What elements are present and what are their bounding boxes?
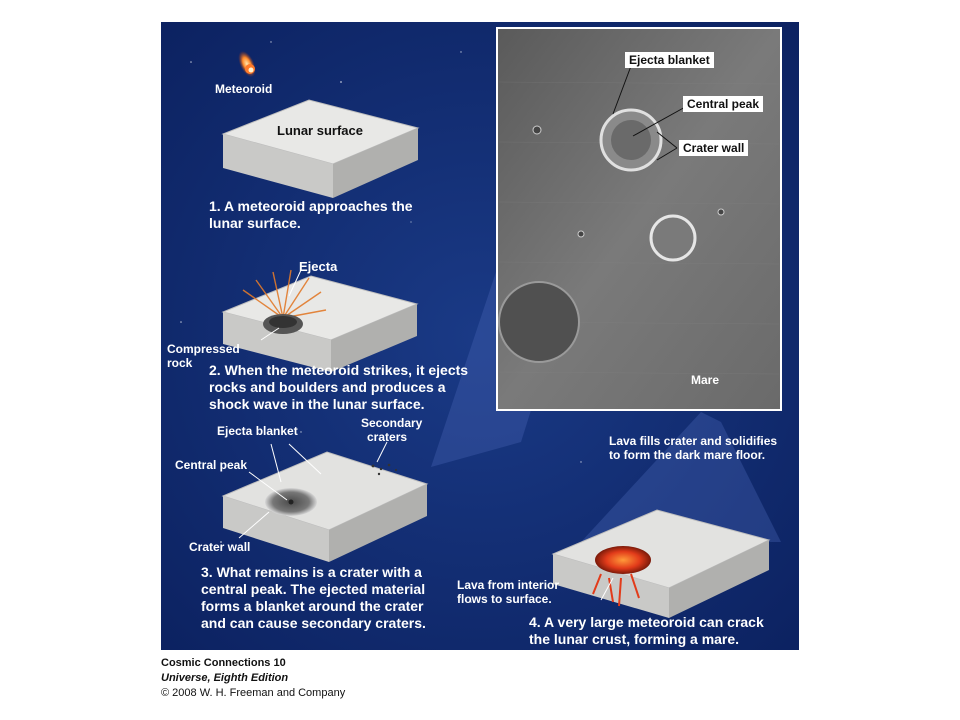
caption-step-3-line-4: and can cause secondary craters.	[201, 615, 426, 631]
credit-figure-title: Cosmic Connections 10	[161, 657, 286, 669]
photo-crater-wall-label: Crater wall	[679, 140, 749, 156]
caption-step-3-line-1: 3. What remains is a crater with a	[201, 564, 422, 580]
leader-lines	[238, 269, 614, 601]
caption-step-2: 2. When the meteoroid strikes, it ejects…	[209, 362, 468, 413]
impact-block	[221, 269, 419, 372]
diagram-panel: Meteoroid Lunar surface Ejecta Compresse…	[161, 22, 799, 650]
secondary-craters-label-line2: craters	[367, 430, 408, 444]
crater-block	[221, 451, 429, 562]
diagram-art	[161, 22, 799, 650]
caption-step-3-line-2: central peak. The ejected material	[201, 581, 426, 597]
lunar-surface-block	[221, 99, 420, 198]
caption-step-1-line-1: 1. A meteoroid approaches the	[209, 198, 413, 214]
central-peak-label: Central peak	[175, 458, 248, 472]
secondary-craters-label-line1: Secondary	[361, 416, 423, 430]
light-beam-right	[581, 412, 781, 542]
compressed-rock-label-line2: rock	[167, 356, 193, 370]
moon-photo	[496, 27, 782, 411]
caption-step-2-line-3: shock wave in the lunar surface.	[209, 396, 425, 412]
photo-central-peak-label: Central peak	[683, 96, 764, 112]
caption-step-2-line-2: rocks and boulders and produces a	[209, 379, 446, 395]
credit-book-title: Universe, Eighth Edition	[161, 672, 289, 684]
caption-step-3: 3. What remains is a crater with a centr…	[201, 564, 426, 632]
compressed-rock-label-line1: Compressed	[167, 342, 240, 356]
ejecta-blanket-label: Ejecta blanket	[217, 424, 298, 438]
photo-leader-lines	[612, 65, 688, 161]
mare-block	[551, 509, 771, 618]
lava-interior-label-line1: Lava from interior	[457, 578, 560, 592]
meteoroid-label: Meteoroid	[215, 82, 273, 96]
caption-step-1-line-2: lunar surface.	[209, 215, 301, 231]
credit-copyright: © 2008 W. H. Freeman and Company	[161, 687, 346, 699]
photo-ejecta-blanket-label: Ejecta blanket	[625, 52, 714, 68]
caption-step-4: 4. A very large meteoroid can crack the …	[529, 614, 764, 648]
ejecta-label: Ejecta	[299, 259, 338, 274]
caption-step-3-line-3: forms a blanket around the crater	[201, 598, 424, 614]
lava-fills-label-line1: Lava fills crater and solidifies	[609, 434, 778, 448]
caption-step-4-line-2: the lunar crust, forming a mare.	[529, 631, 740, 647]
caption-step-1: 1. A meteoroid approaches the lunar surf…	[209, 198, 413, 232]
caption-step-4-line-1: 4. A very large meteoroid can crack	[529, 614, 764, 630]
caption-step-2-line-1: 2. When the meteoroid strikes, it ejects	[209, 362, 469, 378]
crater-wall-label: Crater wall	[189, 540, 251, 554]
lava-fills-label-line2: to form the dark mare floor.	[609, 448, 766, 462]
lunar-surface-label: Lunar surface	[277, 123, 363, 138]
meteoroid-icon	[238, 50, 256, 78]
lava-interior-label-line2: flows to surface.	[457, 592, 552, 606]
stars	[180, 41, 762, 623]
photo-mare-label: Mare	[691, 373, 720, 387]
